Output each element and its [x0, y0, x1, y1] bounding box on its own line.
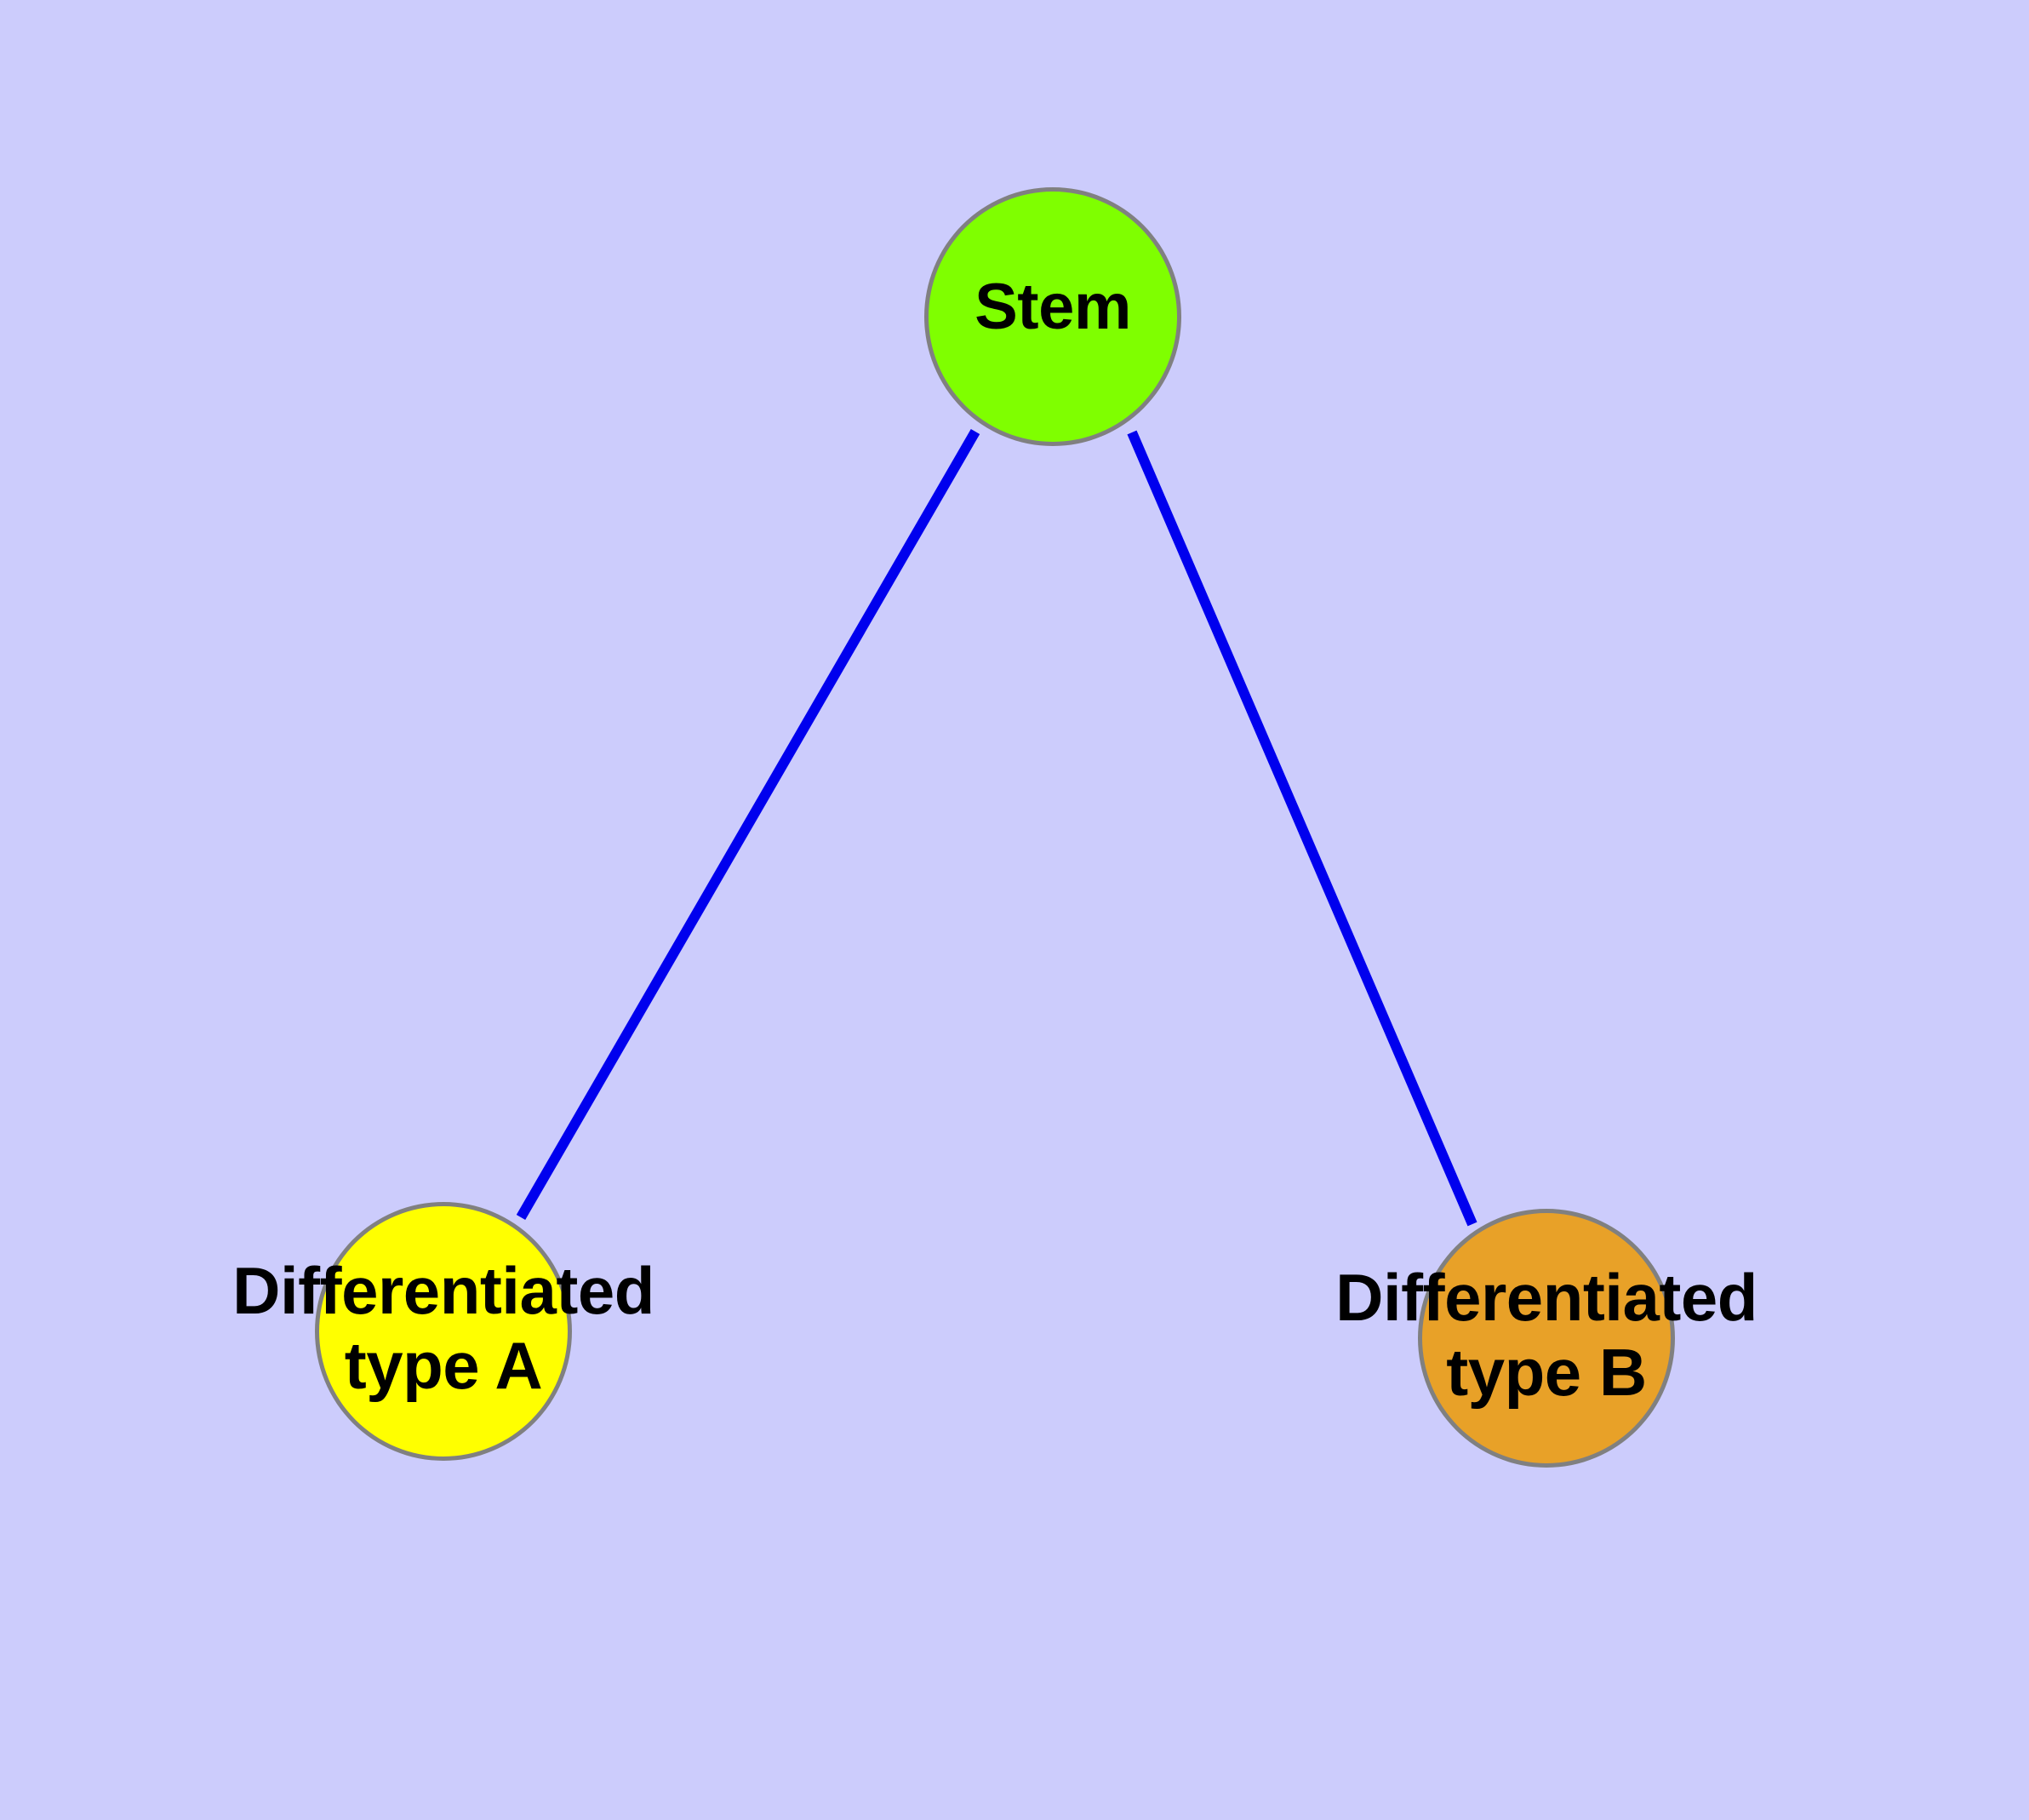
- node-stem-label-line1: Stem: [974, 271, 1131, 343]
- node-differentiated-type-b[interactable]: [1418, 1209, 1675, 1468]
- node-differentiated-type-a-label-line1: Differentiated: [232, 1253, 654, 1328]
- node-differentiated-type-b-label: Differentiated type B: [1291, 1260, 1802, 1410]
- node-stem-label: Stem: [797, 271, 1308, 344]
- node-differentiated-type-a-label: Differentiated type A: [188, 1253, 699, 1403]
- node-differentiated-type-a-label-line2: type A: [344, 1328, 543, 1404]
- edge-stem-to-type-b: [1127, 430, 1477, 1227]
- node-differentiated-type-b-label-line1: Differentiated: [1335, 1260, 1758, 1335]
- edge-stem-to-type-a: [516, 428, 980, 1221]
- node-differentiated-type-b-label-line2: type B: [1446, 1335, 1647, 1411]
- node-stem[interactable]: [924, 187, 1181, 446]
- node-differentiated-type-a[interactable]: [315, 1202, 572, 1461]
